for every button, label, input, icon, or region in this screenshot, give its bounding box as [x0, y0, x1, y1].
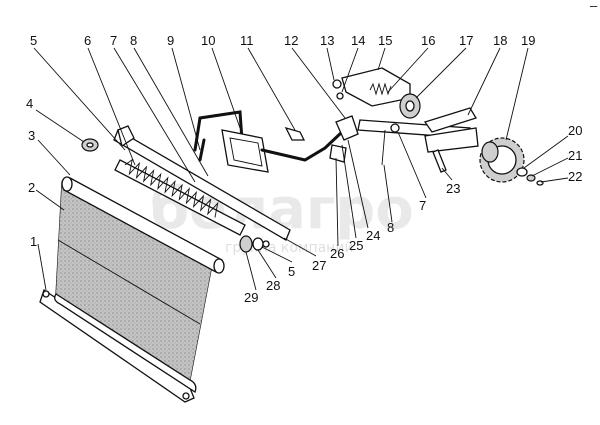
label-5-bottom: 5 — [288, 264, 295, 279]
part-3-roller-tube — [61, 176, 225, 274]
part-24-26-bracket — [329, 115, 359, 163]
part-15-bracket — [332, 67, 411, 107]
part-28-29-shaft-end — [239, 235, 270, 253]
label-29: 29 — [244, 290, 258, 305]
label-1: 1 — [30, 234, 37, 249]
label-27: 27 — [312, 258, 326, 273]
label-8-right: 8 — [387, 220, 394, 235]
part-27-rail — [113, 125, 291, 241]
label-6: 6 — [84, 33, 91, 48]
label-28: 28 — [266, 278, 280, 293]
label-24: 24 — [366, 228, 380, 243]
label-7-right: 7 — [419, 198, 426, 213]
part-10-lever-bracket — [193, 110, 269, 173]
part-19-sprocket — [479, 137, 525, 183]
label-26: 26 — [330, 246, 344, 261]
label-17: 17 — [459, 33, 473, 48]
number-labels: 5 6 7 8 9 10 11 12 13 14 15 16 17 18 19 … — [26, 0, 598, 305]
label-8-left: 8 — [130, 33, 137, 48]
label-16: 16 — [421, 33, 435, 48]
label-14: 14 — [351, 33, 365, 48]
label-3: 3 — [28, 128, 35, 143]
part-11-rod — [260, 126, 344, 162]
label-18: 18 — [493, 33, 507, 48]
label-20: 20 — [568, 123, 582, 138]
label-23: 23 — [446, 181, 460, 196]
label-10: 10 — [201, 33, 215, 48]
label-25: 25 — [349, 238, 363, 253]
label-21: 21 — [568, 148, 582, 163]
label-4: 4 — [26, 96, 33, 111]
label-12: 12 — [284, 33, 298, 48]
label-19: 19 — [521, 33, 535, 48]
part-6-spring — [114, 158, 246, 236]
label-2: 2 — [28, 180, 35, 195]
label-11: 11 — [240, 33, 254, 48]
leader-lines — [33, 47, 569, 291]
part-18-plate — [423, 107, 479, 153]
corner-mark: – — [590, 0, 598, 13]
label-7-left: 7 — [110, 33, 117, 48]
label-5-top: 5 — [30, 33, 37, 48]
label-22: 22 — [568, 169, 582, 184]
label-15: 15 — [378, 33, 392, 48]
label-13: 13 — [320, 33, 334, 48]
label-9: 9 — [167, 33, 174, 48]
part-20-22-fasteners — [516, 167, 544, 186]
part-4-washer — [81, 138, 99, 152]
part-7-8-pins — [381, 123, 400, 166]
part-23-bolt — [432, 149, 447, 173]
